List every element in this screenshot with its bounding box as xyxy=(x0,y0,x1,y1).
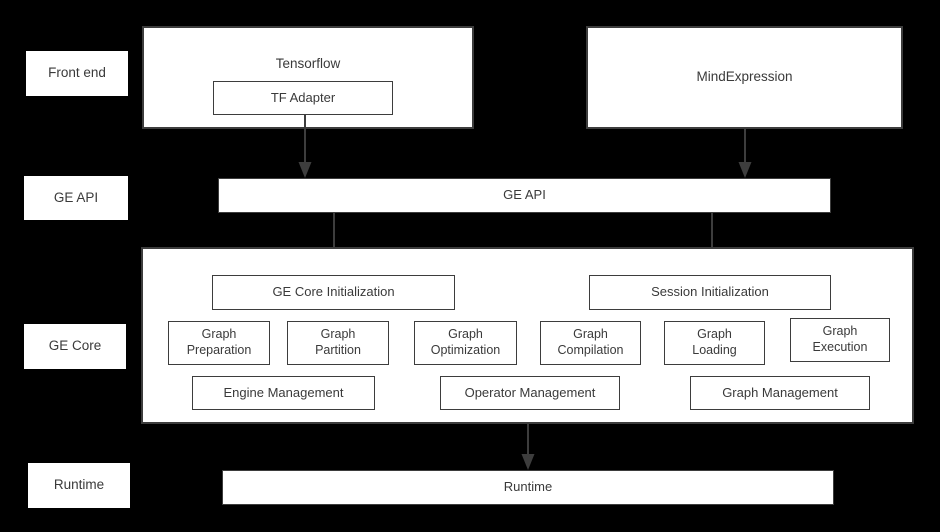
graph-compilation-box[interactable]: Graph Compilation xyxy=(540,321,641,365)
tf-adapter-label: TF Adapter xyxy=(270,89,336,105)
connector-mindexpression-to-ge-api xyxy=(734,129,756,181)
tier-label-text: GE Core xyxy=(48,338,102,354)
tier-label-text: Runtime xyxy=(53,477,105,493)
operator-management-box[interactable]: Operator Management xyxy=(440,376,620,410)
graph-optimization-label: Graph Optimization xyxy=(430,327,501,357)
mindexpression-label: MindExpression xyxy=(696,69,793,85)
engine-management-label: Engine Management xyxy=(223,384,344,400)
tier-label-runtime: Runtime xyxy=(28,463,130,508)
tensorflow-label: Tensorflow xyxy=(275,56,341,71)
graph-partition-box[interactable]: Graph Partition xyxy=(287,321,389,365)
tier-label-ge-api: GE API xyxy=(24,176,128,220)
ge-core-initialization-box[interactable]: GE Core Initialization xyxy=(212,275,455,310)
ge-api-bar[interactable]: GE API xyxy=(218,178,831,213)
graph-loading-label: Graph Loading xyxy=(692,327,737,357)
engine-management-box[interactable]: Engine Management xyxy=(192,376,375,410)
graph-management-label: Graph Management xyxy=(722,384,838,400)
graph-loading-box[interactable]: Graph Loading xyxy=(664,321,765,365)
operator-management-label: Operator Management xyxy=(464,384,596,400)
session-initialization-box[interactable]: Session Initialization xyxy=(589,275,831,310)
runtime-bar[interactable]: Runtime xyxy=(222,470,834,505)
graph-execution-box[interactable]: Graph Execution xyxy=(790,318,890,362)
graph-execution-label: Graph Execution xyxy=(812,324,868,354)
connector-tf-adapter-to-ge-api xyxy=(294,114,316,180)
session-initialization-label: Session Initialization xyxy=(651,284,769,300)
ge-api-label: GE API xyxy=(503,187,546,203)
graph-partition-label: Graph Partition xyxy=(315,327,361,357)
graph-optimization-box[interactable]: Graph Optimization xyxy=(414,321,517,365)
graph-preparation-box[interactable]: Graph Preparation xyxy=(168,321,270,365)
graph-preparation-label: Graph Preparation xyxy=(186,327,252,357)
graph-compilation-label: Graph Compilation xyxy=(557,327,624,357)
tf-adapter-box[interactable]: TF Adapter xyxy=(213,81,393,115)
graph-management-box[interactable]: Graph Management xyxy=(690,376,870,410)
ge-core-initialization-label: GE Core Initialization xyxy=(272,284,395,300)
tier-label-ge-core: GE Core xyxy=(24,324,126,369)
connector-ge-core-to-runtime xyxy=(517,424,539,472)
mindexpression-panel[interactable]: MindExpression xyxy=(586,26,903,129)
runtime-label: Runtime xyxy=(503,479,553,495)
tier-label-text: GE API xyxy=(53,189,99,205)
tier-label-front-end: Front end xyxy=(26,51,128,96)
tier-label-text: Front end xyxy=(48,65,106,81)
